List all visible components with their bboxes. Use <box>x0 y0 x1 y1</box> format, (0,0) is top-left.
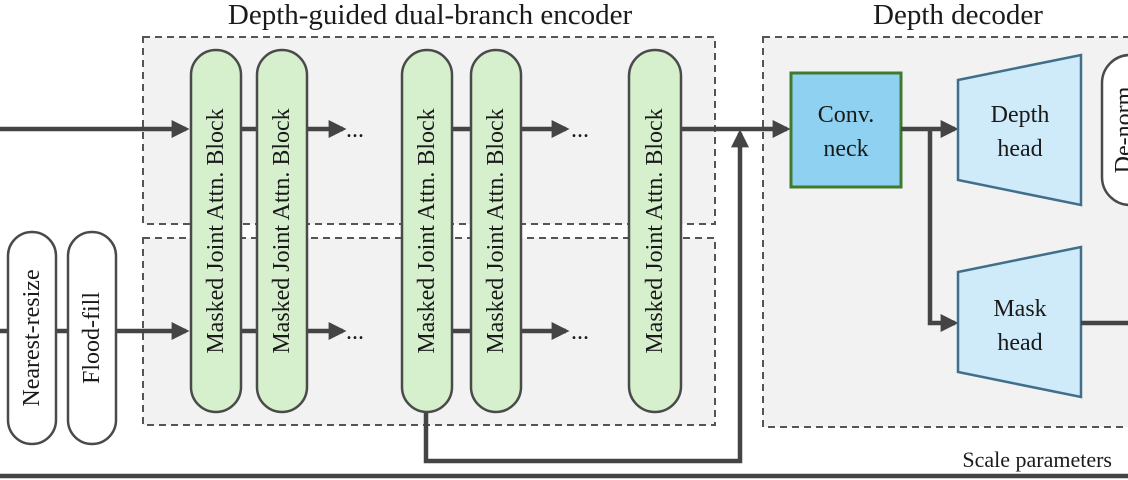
conv-neck-line2: neck <box>823 136 868 162</box>
nearest-resize-block: Nearest-resize <box>6 230 58 446</box>
flood-fill-block: Flood-fill <box>66 230 118 446</box>
conv-neck-line1: Conv. <box>818 102 874 128</box>
denorm-block: De-norm <box>1100 53 1128 207</box>
denorm-label: De-norm <box>1111 86 1128 173</box>
conv-neck-block: Conv. neck <box>789 71 903 189</box>
depth-head-line1: Depth <box>991 102 1050 128</box>
bottom-ellipsis-1: ... <box>346 319 364 345</box>
attn-block-2-label: Masked Joint Attn. Block <box>269 108 295 353</box>
top-ellipsis-1: ... <box>346 117 364 143</box>
attn-block-1-label: Masked Joint Attn. Block <box>203 108 229 353</box>
flood-fill-label: Flood-fill <box>79 292 105 384</box>
attn-block-5: Masked Joint Attn. Block <box>627 48 683 414</box>
attn-block-3-label: Masked Joint Attn. Block <box>414 108 440 353</box>
decoder-title: Depth decoder <box>873 0 1043 31</box>
attn-block-2: Masked Joint Attn. Block <box>255 48 309 414</box>
bottom-ellipsis-2: ... <box>571 319 589 345</box>
attn-block-4-label: Masked Joint Attn. Block <box>483 108 509 353</box>
top-ellipsis-2: ... <box>571 117 589 143</box>
attn-block-1: Masked Joint Attn. Block <box>189 48 243 414</box>
scale-parameters-label: Scale parameters <box>962 447 1112 472</box>
mask-head-line2: head <box>997 330 1042 356</box>
mask-head-block: Mask head <box>956 245 1083 399</box>
depth-head-block: Depth head <box>956 53 1083 207</box>
depth-head-line2: head <box>997 136 1042 162</box>
skip-connection-arrow <box>423 129 749 464</box>
attn-block-5-label: Masked Joint Attn. Block <box>642 108 668 353</box>
nearest-resize-label: Nearest-resize <box>19 269 45 406</box>
attn-block-4: Masked Joint Attn. Block <box>469 48 523 414</box>
encoder-title: Depth-guided dual-branch encoder <box>228 0 633 31</box>
neck-to-mask-head-arrow <box>927 129 959 332</box>
mask-head-line1: Mask <box>993 296 1046 322</box>
attn-block-3: Masked Joint Attn. Block <box>400 48 454 414</box>
